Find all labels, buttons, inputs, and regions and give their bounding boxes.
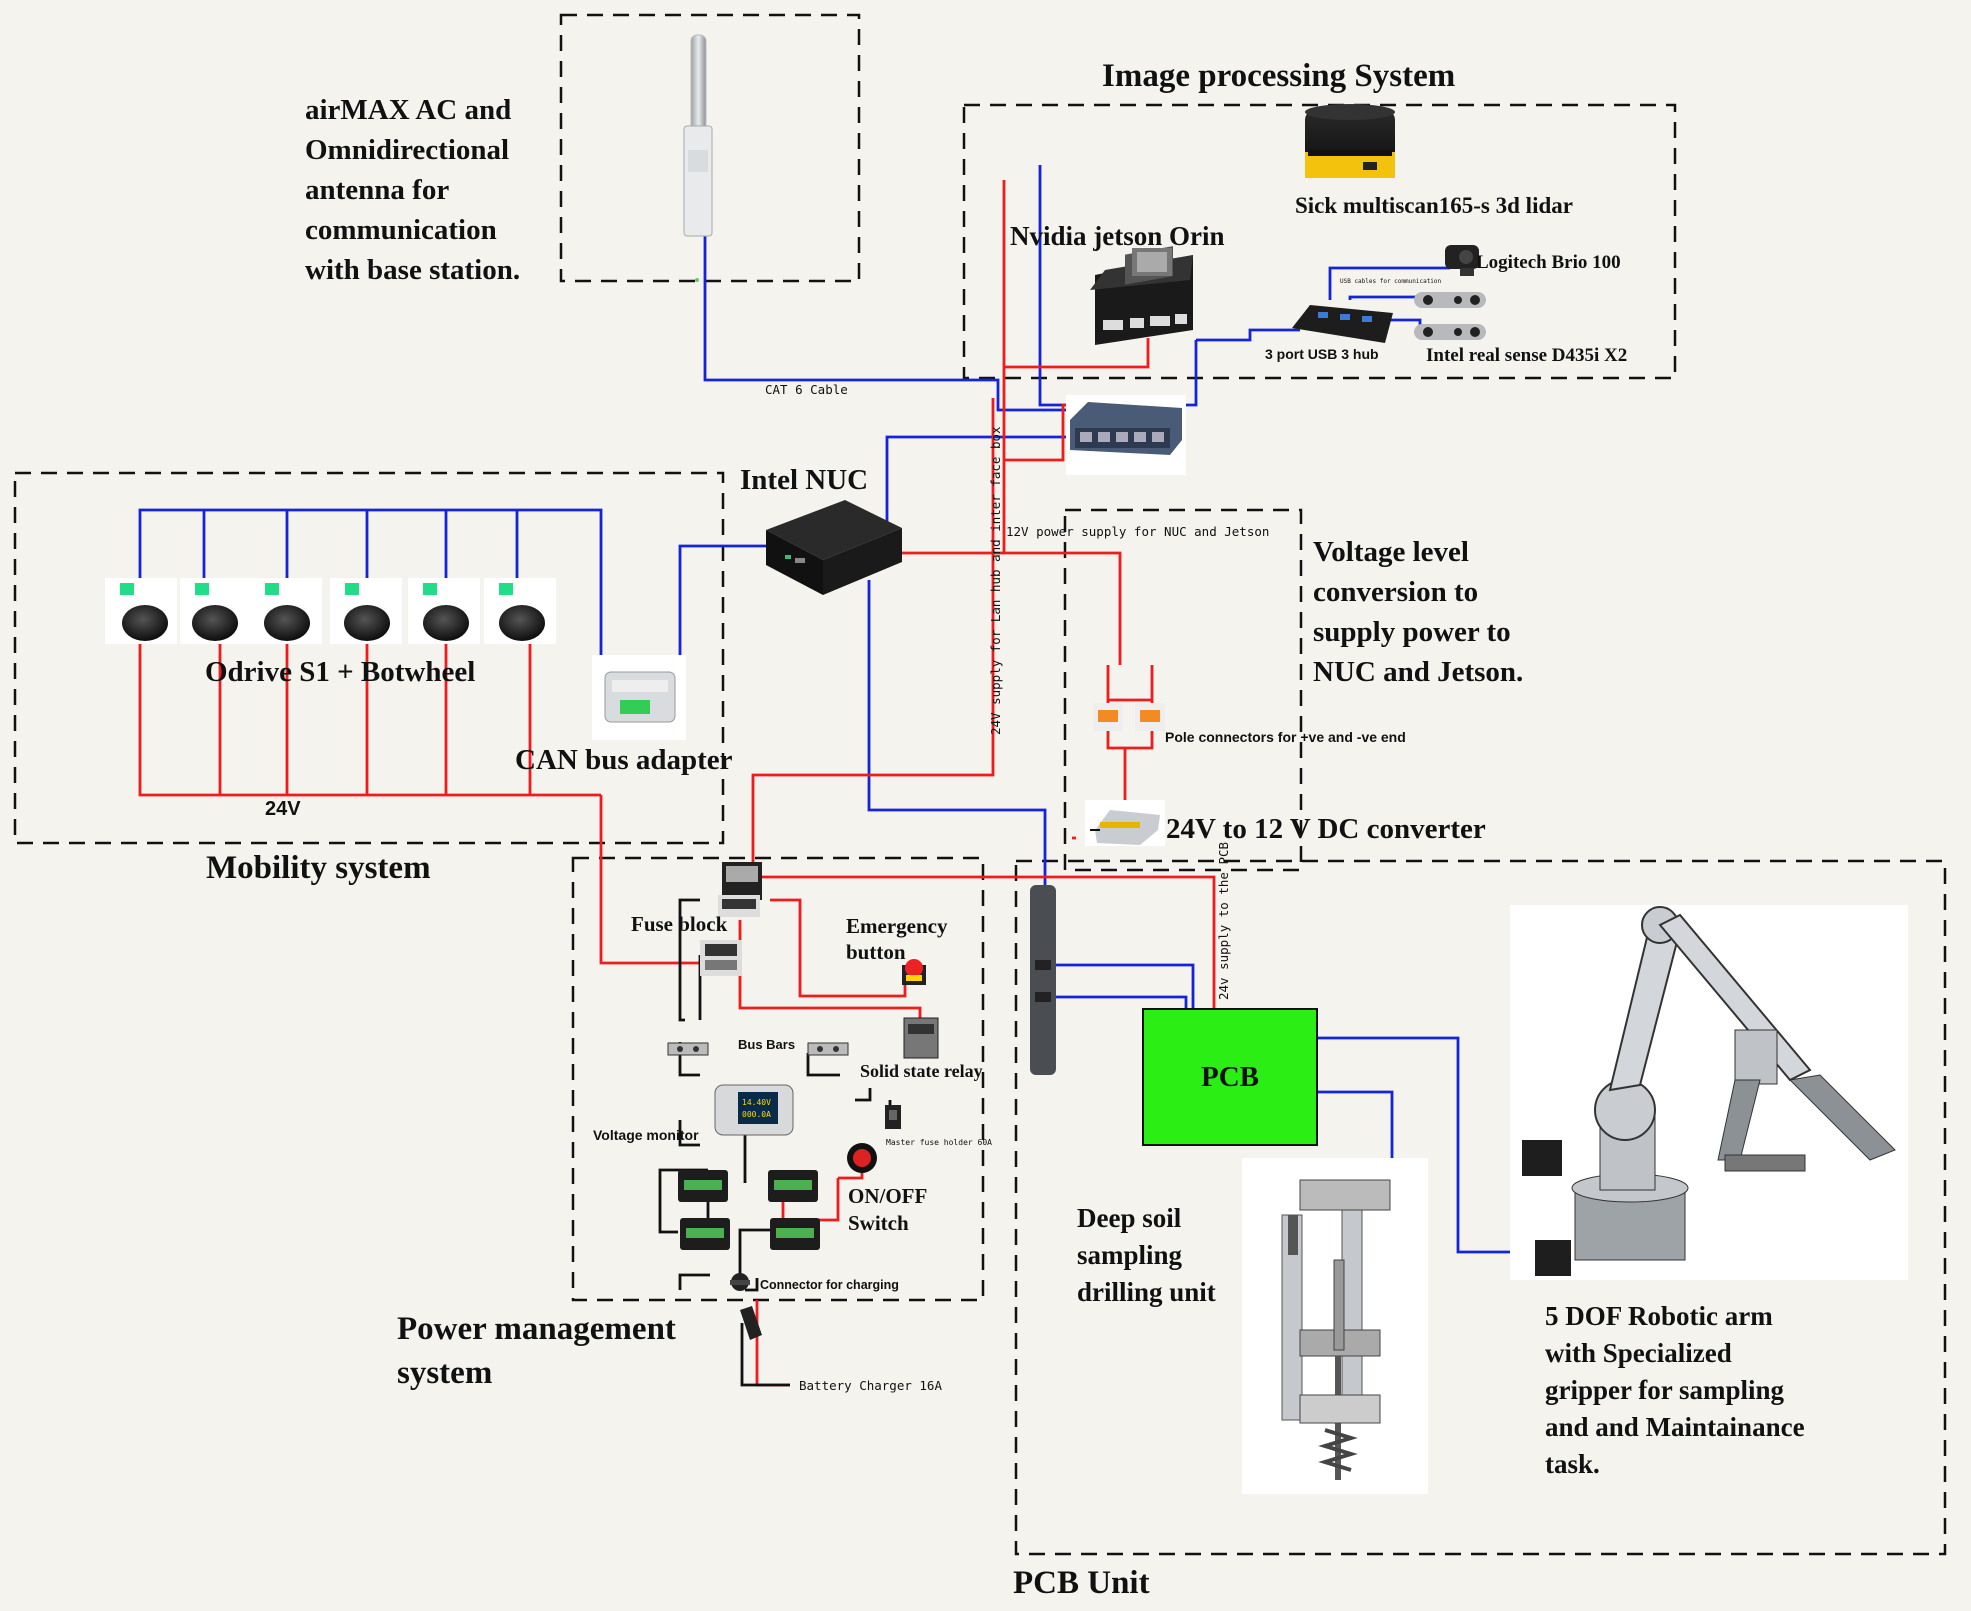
- on-off-switch-icon: [847, 1143, 877, 1173]
- nuc-icon: [766, 500, 902, 595]
- pcb-block: PCB: [1142, 1008, 1318, 1146]
- image-processing-box: [962, 103, 1677, 380]
- can-adapter-icon: [592, 655, 686, 740]
- battery-icons: [678, 1170, 820, 1250]
- supply-12v-label: 12V power supply for NUC and Jetson: [1006, 524, 1270, 539]
- nuc-label: Intel NUC: [740, 464, 869, 496]
- wheel-5-icon: [408, 578, 480, 644]
- jetson-icon: [1090, 246, 1193, 345]
- robotic-arm-icon: [1510, 905, 1908, 1280]
- emergency-button-label: Emergency button: [846, 914, 948, 964]
- antenna-caption: airMAX AC and Omnidirectional antenna fo…: [305, 94, 521, 286]
- solid-state-relay-icon: [903, 1017, 939, 1059]
- image-processing-title: Image processing System: [1102, 58, 1456, 94]
- emergency-button-icon: [902, 959, 926, 985]
- charging-connector-icon: [730, 1273, 750, 1291]
- power-management-title: Power management system: [397, 1311, 676, 1391]
- cat6-label: CAT 6 Cable: [765, 382, 848, 397]
- master-fuse-icon: [885, 1105, 901, 1129]
- master-fuse-label: Master fuse holder 60A: [886, 1138, 992, 1147]
- bus-bars-label: Bus Bars: [738, 1037, 796, 1052]
- power-management-box: [571, 856, 985, 1302]
- battery-charger-plug-icon: [740, 1306, 762, 1340]
- voltage-monitor-label: Voltage monitor: [593, 1127, 699, 1143]
- robotic-arm-label: 5 DOF Robotic arm with Specialized gripp…: [1545, 1301, 1805, 1479]
- data-wires: [138, 165, 1538, 1254]
- on-off-label: ON/OFF Switch: [848, 1184, 928, 1235]
- realsense-label: Intel real sense D435i X2: [1426, 345, 1628, 366]
- pcb-unit-box: [1014, 859, 1947, 1556]
- drilling-unit-label: Deep soil sampling drilling unit: [1077, 1203, 1216, 1307]
- system-boundaries: [13, 13, 1947, 1556]
- realsense-icon: [1414, 292, 1486, 340]
- lan-supply-label: 24V supply for Lan hub and inter face bo…: [988, 426, 1003, 735]
- wheel-4-icon: [330, 578, 402, 644]
- wheel-3-icon: [250, 578, 322, 644]
- dc-converter-icon: [1085, 800, 1165, 846]
- interface-box-icon: [1030, 885, 1056, 1075]
- charging-connector-label: Connector for charging: [760, 1278, 899, 1292]
- mobility-box: [13, 471, 725, 845]
- voltage-monitor-icon: 14.40V 000.0A: [714, 1084, 794, 1136]
- fuse-block-label: Fuse block: [631, 912, 728, 936]
- jetson-label: Nvidia jetson Orin: [1010, 221, 1225, 251]
- usb-comm-label: USB cables for communication: [1340, 278, 1442, 285]
- dc-converter-label: 24V to 12 V DC converter: [1166, 813, 1486, 845]
- logitech-label: Logitech Brio 100: [1476, 252, 1621, 273]
- voltage-conversion-caption: Voltage level conversion to supply power…: [1313, 536, 1524, 688]
- svg-text:000.0A: 000.0A: [742, 1110, 771, 1119]
- fuse-block-icons: [700, 862, 762, 976]
- svg-text:14.40V: 14.40V: [742, 1098, 771, 1107]
- bus-bar-icons: [667, 1042, 849, 1056]
- antenna-box: [559, 13, 861, 283]
- pcb-supply-label: 24v supply to the PCB: [1216, 841, 1231, 1000]
- wheel-2-icon: [180, 578, 252, 644]
- usb-hub-icon: [1292, 305, 1393, 343]
- usb-hub-label: 3 port USB 3 hub: [1265, 346, 1379, 362]
- lidar-icon: [1305, 104, 1395, 178]
- battery-charger-label: Battery Charger 16A: [799, 1378, 942, 1393]
- wheel-6-icon: [484, 578, 556, 644]
- lan-switch-icon: [1066, 395, 1186, 475]
- mobility-title: Mobility system: [206, 850, 431, 886]
- wheel-1-icon: [105, 578, 177, 644]
- pcb-unit-title: PCB Unit: [1013, 1565, 1150, 1601]
- lidar-label: Sick multiscan165-s 3d lidar: [1295, 193, 1573, 218]
- voltage-conversion-box: [1063, 508, 1303, 872]
- drilling-unit-icon: [1242, 1158, 1428, 1494]
- odrive-wheels: [105, 578, 556, 644]
- can-adapter-label: CAN bus adapter: [515, 744, 733, 776]
- odrive-label: Odrive S1 + Botwheel: [205, 656, 476, 688]
- pole-connector-icons: [1093, 703, 1165, 731]
- antenna-icon: [683, 34, 713, 282]
- supply-24v-label: 24V: [265, 798, 301, 820]
- ssr-label: Solid state relay: [860, 1061, 983, 1081]
- power-wires: [138, 180, 1216, 1387]
- pole-connectors-label: Pole connectors for +ve and -ve end: [1165, 729, 1406, 745]
- webcam-icon: [1445, 245, 1479, 276]
